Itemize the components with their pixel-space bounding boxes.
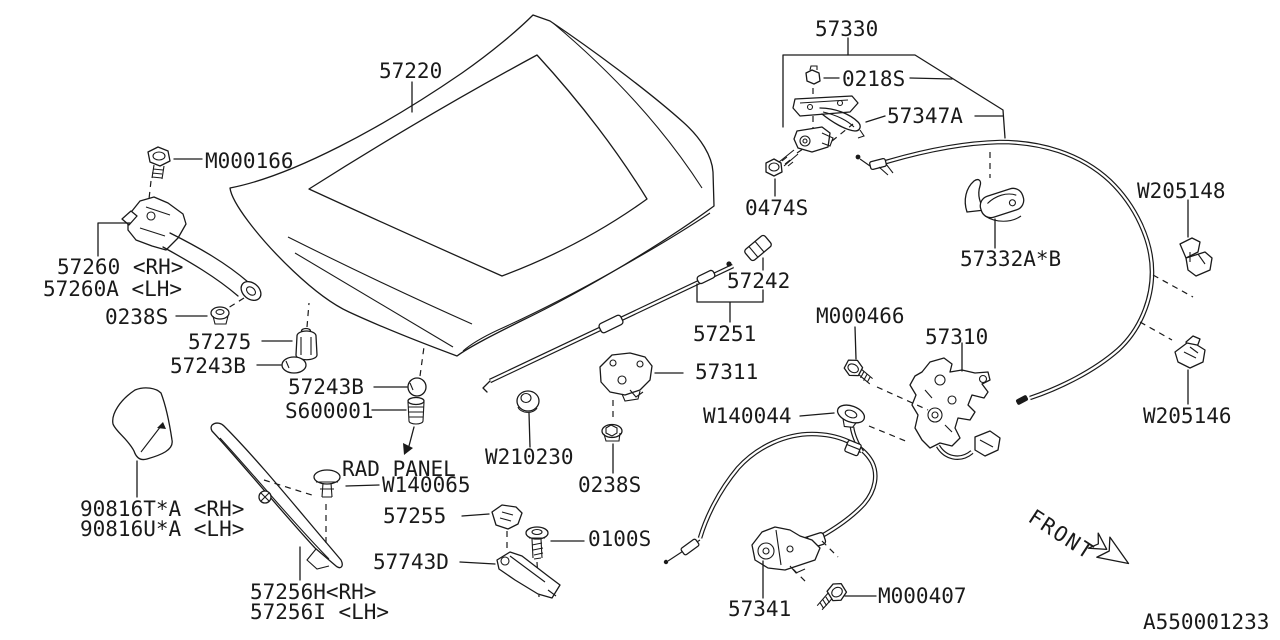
rod-labels-bracket [696, 234, 772, 323]
part-label-57242[interactable]: 57242 [727, 269, 790, 293]
front-direction-arrow [1087, 532, 1130, 565]
part-label-57255[interactable]: 57255 [383, 504, 446, 528]
part-label-90816t-rh[interactable]: 90816T*A <RH> [80, 497, 244, 521]
part-label-w210230[interactable]: W210230 [485, 445, 574, 469]
hood-rod-cable-57251 [482, 261, 734, 393]
part-labels: 57220 M000166 57260 <RH> 57260A <LH> 023… [43, 17, 1269, 634]
figure-code: A550001233 [1143, 610, 1269, 634]
part-label-57311[interactable]: 57311 [695, 360, 758, 384]
part-label-57341[interactable]: 57341 [728, 597, 791, 621]
part-label-90816u-lh[interactable]: 90816U*A <LH> [80, 517, 244, 541]
part-label-57243b-right[interactable]: 57243B [288, 375, 364, 399]
left-hinge-57260 [97, 146, 262, 325]
part-label-57332ab[interactable]: 57332A*B [960, 247, 1061, 271]
hinge-assembly-57330 [765, 37, 1006, 197]
part-label-0238s-right[interactable]: 0238S [578, 473, 641, 497]
cowl-strip-57256 [210, 422, 380, 581]
part-label-57251[interactable]: 57251 [693, 322, 756, 346]
part-label-m000166[interactable]: M000166 [205, 149, 294, 173]
front-direction-label: FRONT [1024, 505, 1098, 565]
part-label-57243b-left[interactable]: 57243B [170, 354, 246, 378]
part-label-0238s-left[interactable]: 0238S [105, 305, 168, 329]
insulator-90816 [112, 387, 173, 498]
note-rad-panel: RAD PANEL [342, 457, 456, 481]
clip-and-stay-group [459, 504, 585, 599]
bumpers-grommets [256, 302, 427, 455]
part-label-57260a-lh[interactable]: 57260A <LH> [43, 277, 182, 301]
part-label-w140065[interactable]: W140065 [382, 473, 471, 497]
cable-clips [1139, 199, 1213, 405]
release-cable-front [855, 139, 1155, 405]
part-label-s600001[interactable]: S600001 [285, 399, 374, 423]
hood-latch-57310 [799, 326, 1001, 460]
release-cable-rear-57341 [663, 426, 878, 565]
part-label-57347a[interactable]: 57347A [887, 104, 963, 128]
part-label-57275[interactable]: 57275 [188, 330, 251, 354]
part-label-57256i-lh[interactable]: 57256I <LH> [250, 600, 389, 624]
release-handle-57332 [964, 152, 1025, 249]
part-label-m000407[interactable]: M000407 [878, 584, 967, 608]
part-label-57260-rh[interactable]: 57260 <RH> [57, 255, 183, 279]
cable-bracket-57341 [751, 526, 877, 611]
part-label-57310[interactable]: 57310 [925, 325, 988, 349]
part-label-0474s[interactable]: 0474S [745, 196, 808, 220]
part-label-0100s[interactable]: 0100S [588, 527, 651, 551]
part-label-57743d[interactable]: 57743D [373, 550, 449, 574]
part-label-m000466[interactable]: M000466 [816, 304, 905, 328]
part-label-w205146[interactable]: W205146 [1143, 404, 1232, 428]
part-label-w205148[interactable]: W205148 [1137, 179, 1226, 203]
hood-panel-art [229, 14, 715, 357]
part-label-57330[interactable]: 57330 [815, 17, 878, 41]
latch-bracket-group [516, 352, 684, 474]
part-label-w140044[interactable]: W140044 [703, 404, 792, 428]
part-label-57220[interactable]: 57220 [379, 59, 442, 83]
part-label-0218s[interactable]: 0218S [842, 67, 905, 91]
part-label-57256h-rh[interactable]: 57256H<RH> [250, 580, 376, 604]
